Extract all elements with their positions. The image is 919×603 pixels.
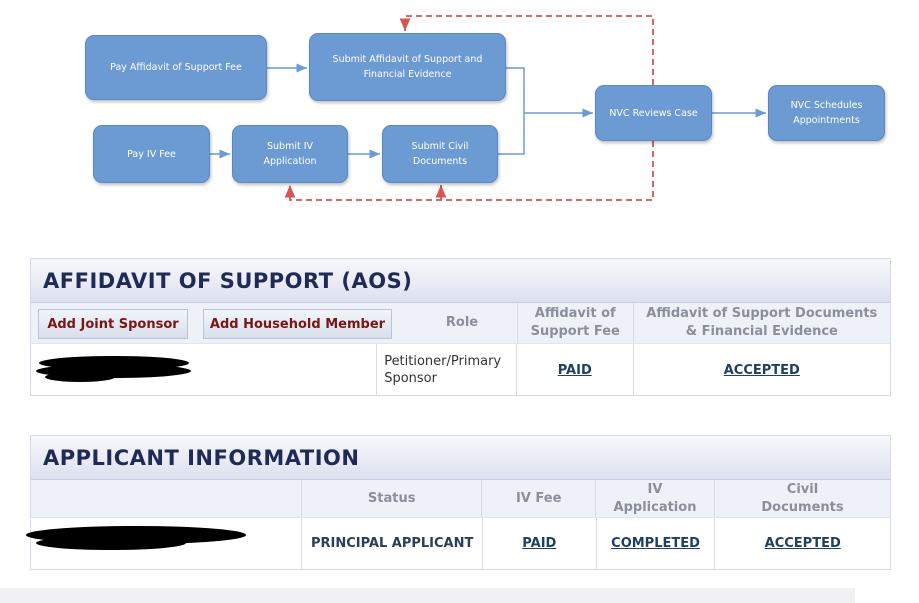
aos-panel: AFFIDAVIT OF SUPPORT (AOS) Add Joint Spo… xyxy=(30,258,891,396)
step-submit-civil-documents: Submit Civil Documents xyxy=(382,125,498,183)
step-pay-aos-fee: Pay Affidavit of Support Fee xyxy=(85,35,267,100)
step-submit-aos: Submit Affidavit of Support and Financia… xyxy=(309,33,506,101)
header-civil-documents: Civil Documents xyxy=(761,481,844,515)
step-submit-iv-application: Submit IV Application xyxy=(232,125,348,183)
step-pay-iv-fee: Pay IV Fee xyxy=(93,125,210,183)
applicant-header-row: Status IV Fee IV Application Civil Docum… xyxy=(31,480,890,517)
table-row: Petitioner/Primary Sponsor PAID ACCEPTED xyxy=(31,343,890,396)
aos-header-row: Add Joint Sponsor Add Household Member R… xyxy=(31,303,890,343)
applicant-panel: APPLICANT INFORMATION Status IV Fee IV A… xyxy=(26,435,891,570)
header-iv-application: IV Application xyxy=(596,480,715,517)
header-aos-documents: Affidavit of Support Documents & Financi… xyxy=(646,306,878,339)
aos-fee-status-link[interactable]: PAID xyxy=(557,362,592,378)
table-row: PRINCIPAL APPLICANT PAID COMPLETED ACCEP… xyxy=(26,517,890,569)
applicant-name-redacted xyxy=(26,518,303,569)
header-aos-fee: Affidavit of Support Fee xyxy=(516,303,634,343)
applicant-status: PRINCIPAL APPLICANT xyxy=(302,518,483,569)
return-arrow-ivapp xyxy=(284,141,654,201)
sponsor-name-redacted xyxy=(31,344,378,396)
sponsor-role: Petitioner/Primary Sponsor xyxy=(377,344,517,396)
iv-fee-status-link[interactable]: PAID xyxy=(522,536,557,551)
bottom-strip xyxy=(0,588,855,603)
applicant-title: APPLICANT INFORMATION xyxy=(31,436,890,480)
civil-documents-status-link[interactable]: ACCEPTED xyxy=(764,536,841,551)
header-status: Status xyxy=(302,480,483,517)
step-nvc-reviews-case: NVC Reviews Case xyxy=(595,85,712,141)
header-role: Role xyxy=(445,315,479,330)
flowchart-arrows xyxy=(210,15,766,201)
return-arrow-aos xyxy=(399,15,654,85)
aos-documents-status-link[interactable]: ACCEPTED xyxy=(723,362,800,378)
header-iv-fee: IV Fee xyxy=(482,480,596,517)
add-joint-sponsor-button[interactable]: Add Joint Sponsor xyxy=(38,309,188,339)
aos-title: AFFIDAVIT OF SUPPORT (AOS) xyxy=(31,259,890,303)
merge-connector xyxy=(498,67,525,155)
add-household-member-button[interactable]: Add Household Member xyxy=(203,309,392,339)
step-nvc-schedules-appointments: NVC Schedules Appointments xyxy=(768,85,885,141)
iv-application-status-link[interactable]: COMPLETED xyxy=(611,536,700,551)
